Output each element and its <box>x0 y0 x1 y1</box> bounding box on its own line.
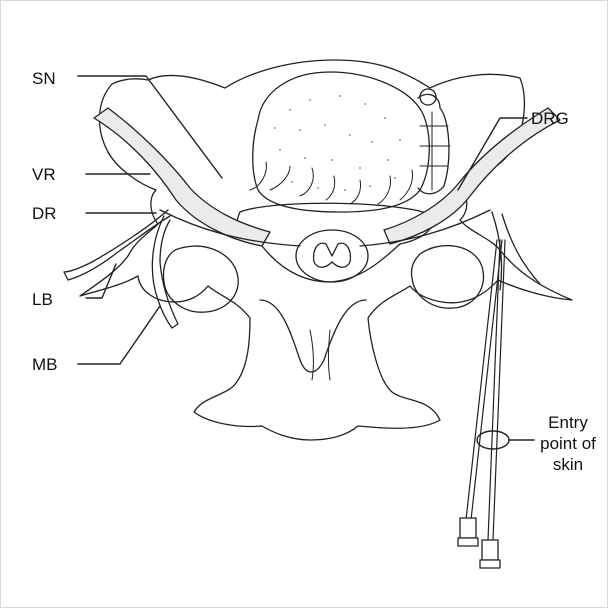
vertebral-body <box>253 72 430 212</box>
label-lb: LB <box>32 291 53 308</box>
label-dr: DR <box>32 205 57 222</box>
needle-hub-1 <box>460 518 476 538</box>
leader-mb <box>78 306 160 364</box>
needle-hub-1-cap <box>458 538 478 546</box>
nerve-root-left <box>94 108 270 246</box>
label-vr: VR <box>32 166 56 183</box>
leader-lines <box>78 76 534 440</box>
ganglion-knob <box>420 89 436 105</box>
entry-line-3: skin <box>528 454 608 475</box>
label-mb: MB <box>32 356 58 373</box>
entry-line-2: point of <box>528 433 608 454</box>
needle-hub-2-cap <box>480 560 500 568</box>
entry-point-ellipse <box>477 431 509 449</box>
sinuvertebral-twigs <box>250 162 413 204</box>
cord-gray-matter <box>314 243 351 267</box>
ganglion-right <box>418 94 449 193</box>
entry-line-1: Entry <box>528 412 608 433</box>
needle-hub-2 <box>482 540 498 560</box>
label-entry-point: Entry point of skin <box>528 412 608 475</box>
label-drg: DRG <box>531 110 569 127</box>
body-stipple <box>274 95 401 191</box>
nerve-root-right <box>384 108 560 244</box>
left-facet <box>163 246 238 312</box>
label-sn: SN <box>32 70 56 87</box>
